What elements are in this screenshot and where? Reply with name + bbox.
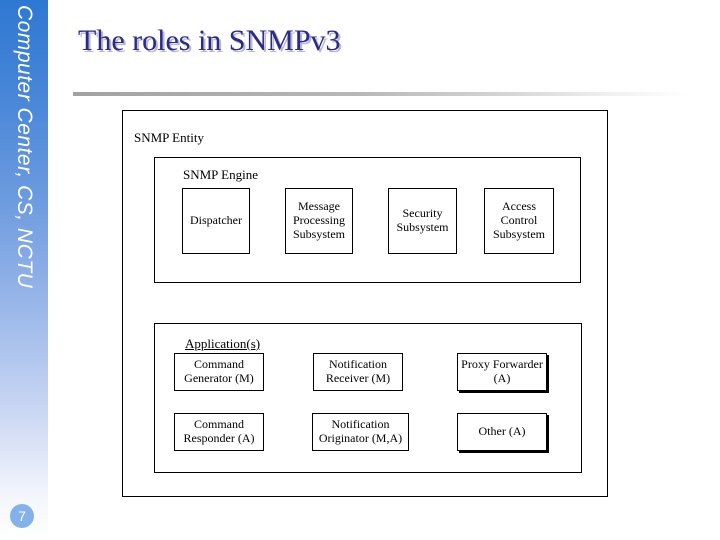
sidebar: Computer Center, CS, NCTU 7 xyxy=(0,0,48,540)
notification-originator-box: Notification Originator (M,A) xyxy=(312,413,409,451)
snmp-engine-box xyxy=(154,157,581,283)
snmp-entity-label: SNMP Entity xyxy=(134,130,204,145)
title-divider-rule xyxy=(73,92,700,96)
slide-title: The roles in SNMPv3 xyxy=(78,24,341,57)
notification-receiver-box: Notification Receiver (M) xyxy=(313,353,403,391)
page-number: 7 xyxy=(18,508,26,524)
proxy-forwarder-box: Proxy Forwarder (A) xyxy=(457,353,547,391)
access-control-subsystem-box: Access Control Subsystem xyxy=(484,188,554,254)
dispatcher-box: Dispatcher xyxy=(182,188,250,254)
snmp-engine-label: SNMP Engine xyxy=(183,167,258,182)
command-generator-box: Command Generator (M) xyxy=(174,353,264,391)
command-responder-box: Command Responder (A) xyxy=(174,413,264,451)
message-processing-subsystem-box: Message Processing Subsystem xyxy=(285,188,353,254)
sidebar-vertical-text: Computer Center, CS, NCTU xyxy=(13,5,36,289)
security-subsystem-box: Security Subsystem xyxy=(388,188,457,254)
snmp-entity-box xyxy=(122,110,608,497)
other-box: Other (A) xyxy=(457,413,547,451)
page-number-badge: 7 xyxy=(10,504,34,528)
applications-box xyxy=(154,323,582,473)
applications-label: Application(s) xyxy=(185,336,261,351)
